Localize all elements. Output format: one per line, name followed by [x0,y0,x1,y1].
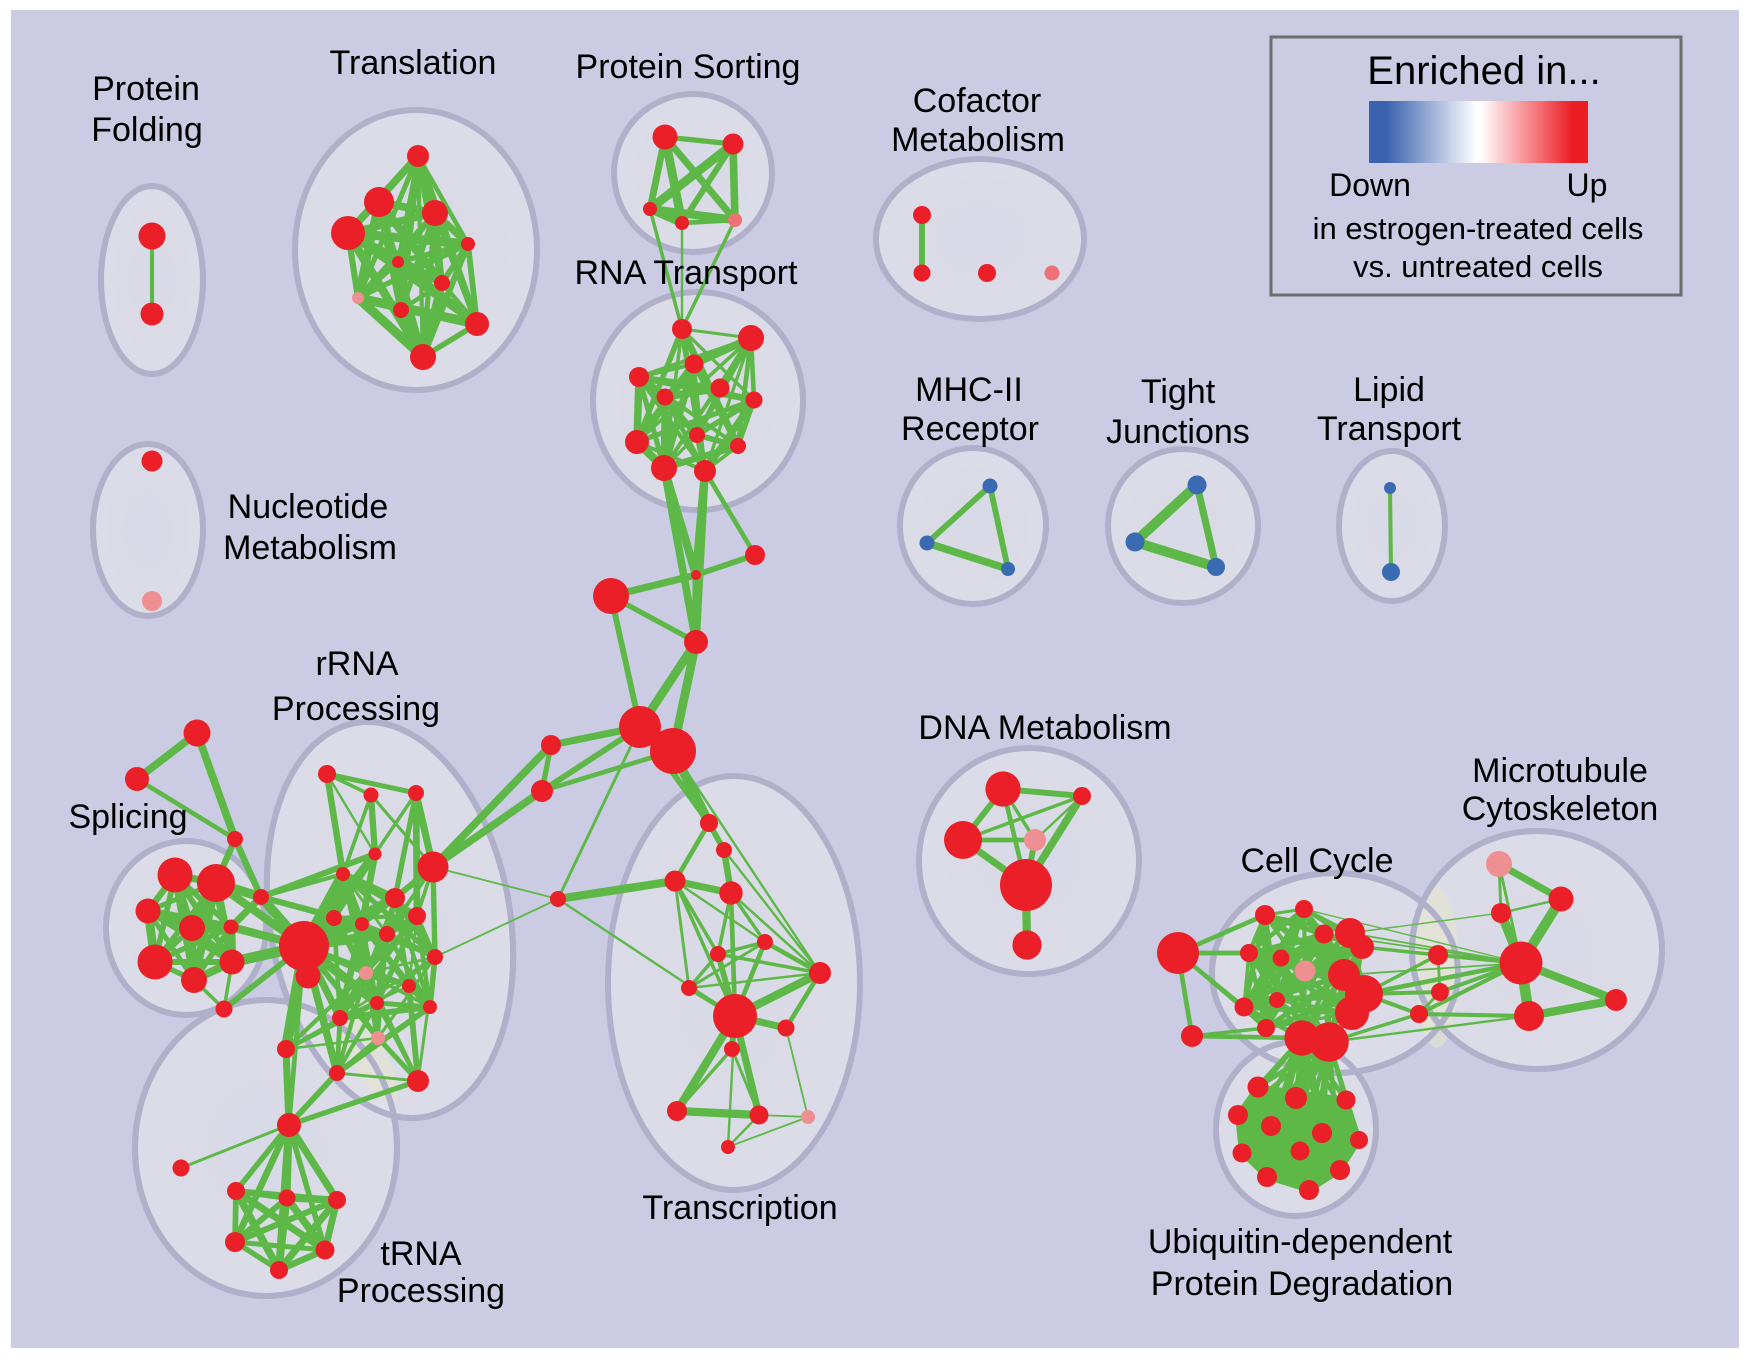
svg-text:Metabolism: Metabolism [223,529,397,567]
svg-text:vs. untreated cells: vs. untreated cells [1353,249,1603,284]
svg-text:Junctions: Junctions [1106,413,1250,451]
svg-text:tRNA: tRNA [380,1235,462,1273]
svg-text:Microtubule: Microtubule [1472,752,1648,790]
svg-text:Processing: Processing [272,690,440,728]
svg-text:Cytoskeleton: Cytoskeleton [1462,790,1659,828]
svg-text:Protein Sorting: Protein Sorting [576,48,801,86]
svg-text:Tight: Tight [1141,373,1216,411]
svg-text:Ubiquitin-dependent: Ubiquitin-dependent [1148,1223,1453,1261]
svg-text:rRNA: rRNA [315,645,398,683]
svg-text:Protein Degradation: Protein Degradation [1151,1265,1453,1303]
svg-text:Processing: Processing [337,1272,505,1310]
svg-text:Cell Cycle: Cell Cycle [1240,842,1393,880]
svg-text:MHC-II: MHC-II [915,371,1023,409]
svg-text:Transport: Transport [1317,410,1462,448]
svg-text:Metabolism: Metabolism [891,121,1065,159]
svg-text:Folding: Folding [91,111,203,149]
svg-text:Transcription: Transcription [642,1189,837,1227]
svg-text:in estrogen-treated cells: in estrogen-treated cells [1313,211,1644,246]
svg-text:Splicing: Splicing [68,798,187,836]
svg-text:Up: Up [1567,167,1608,203]
svg-text:Receptor: Receptor [901,410,1039,448]
svg-text:RNA Transport: RNA Transport [575,254,799,292]
svg-text:Translation: Translation [330,44,497,82]
svg-text:Down: Down [1329,167,1411,203]
svg-text:Nucleotide: Nucleotide [228,488,389,526]
svg-text:DNA Metabolism: DNA Metabolism [918,709,1171,747]
svg-text:Enriched in...: Enriched in... [1367,49,1600,93]
svg-text:Lipid: Lipid [1353,371,1425,409]
svg-text:Cofactor: Cofactor [913,82,1042,120]
svg-text:Protein: Protein [92,70,200,108]
